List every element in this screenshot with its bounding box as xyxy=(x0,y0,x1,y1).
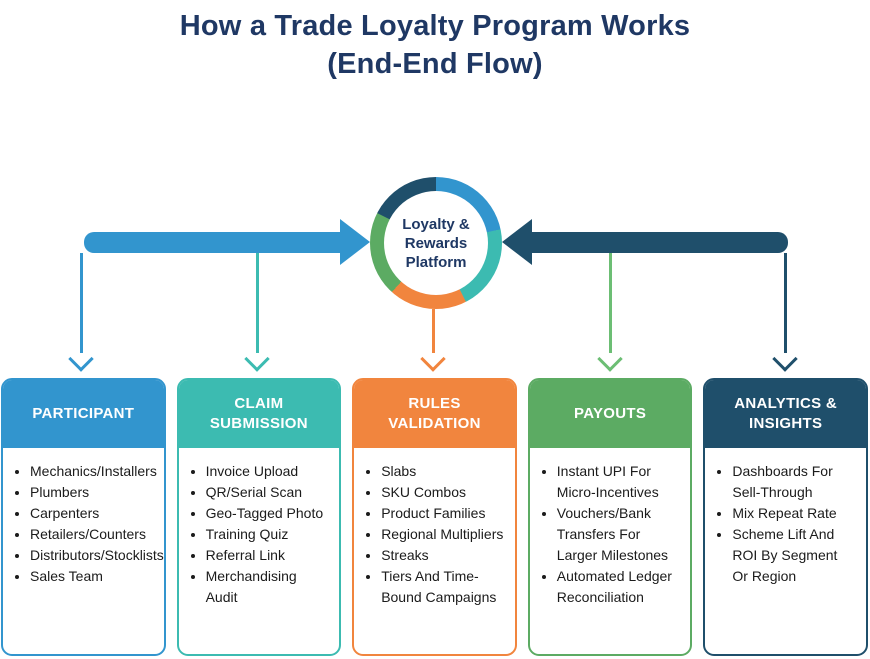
card-payouts-list: Instant UPI For Micro-Incentives Voucher… xyxy=(530,461,691,608)
card-claim-submission-header: CLAIM SUBMISSION xyxy=(178,380,340,448)
platform-donut-center: Loyalty & Rewards Platform xyxy=(384,191,488,295)
list-item: Mix Repeat Rate xyxy=(732,503,856,524)
list-item: Dashboards For Sell-Through xyxy=(732,461,856,503)
flow-arrow-right-head xyxy=(502,219,532,265)
list-item: Retailers/Counters xyxy=(30,524,154,545)
page-title-line1: How a Trade Loyalty Program Works xyxy=(179,10,691,42)
card-rules-validation-header: RULES VALIDATION xyxy=(354,380,515,448)
list-item: Slabs xyxy=(381,461,505,482)
list-item: Training Quiz xyxy=(206,524,330,545)
card-analytics-insights-list: Dashboards For Sell-Through Mix Repeat R… xyxy=(705,461,866,587)
list-item: Invoice Upload xyxy=(206,461,330,482)
flow-arrow-right-shaft xyxy=(532,232,788,253)
platform-label: Loyalty & Rewards Platform xyxy=(402,215,470,271)
list-item: Scheme Lift And ROI By Segment Or Region xyxy=(732,524,856,587)
list-item: Mechanics/Installers xyxy=(30,461,157,482)
list-item: Geo-Tagged Photo xyxy=(206,503,330,524)
card-rules-validation: RULES VALIDATION Slabs SKU Combos Produc… xyxy=(352,378,517,656)
list-item: Sales Team xyxy=(30,566,154,587)
card-participant: PARTICIPANT Mechanics/Installers Plumber… xyxy=(1,378,166,656)
card-claim-submission-list: Invoice Upload QR/Serial Scan Geo-Tagged… xyxy=(179,461,340,608)
platform-donut-ring: Loyalty & Rewards Platform xyxy=(370,177,502,309)
card-claim-submission: CLAIM SUBMISSION Invoice Upload QR/Seria… xyxy=(176,378,342,656)
list-item: Instant UPI For Micro-Incentives xyxy=(557,461,681,503)
stage-cards-row: PARTICIPANT Mechanics/Installers Plumber… xyxy=(1,378,868,656)
card-analytics-insights: ANALYTICS & INSIGHTS Dashboards For Sell… xyxy=(703,378,868,656)
card-participant-list: Mechanics/Installers Plumbers Carpenters… xyxy=(3,461,164,587)
card-participant-header: PARTICIPANT xyxy=(3,380,164,448)
flow-arrow-left-shaft xyxy=(84,232,341,253)
page-title-line2: (End-End Flow) xyxy=(327,48,543,80)
list-item: Referral Link xyxy=(206,545,330,566)
card-payouts: PAYOUTS Instant UPI For Micro-Incentives… xyxy=(527,378,693,656)
list-item: Product Families xyxy=(381,503,505,524)
card-payouts-header: PAYOUTS xyxy=(529,380,691,448)
list-item: Distributors/Stocklists xyxy=(30,545,164,566)
list-item: Automated Ledger Reconciliation xyxy=(557,566,681,608)
list-item: Tiers And Time-Bound Campaigns xyxy=(381,566,505,608)
card-rules-validation-list: Slabs SKU Combos Product Families Region… xyxy=(354,461,515,608)
list-item: Vouchers/Bank Transfers For Larger Miles… xyxy=(557,503,681,566)
flow-arrow-left-head xyxy=(340,219,370,265)
list-item: Carpenters xyxy=(30,503,154,524)
list-item: Merchandising Audit xyxy=(206,566,330,608)
page-title: How a Trade Loyalty Program Works (End-E… xyxy=(0,7,870,83)
list-item: SKU Combos xyxy=(381,482,505,503)
list-item: Plumbers xyxy=(30,482,154,503)
card-analytics-insights-header: ANALYTICS & INSIGHTS xyxy=(705,380,866,448)
list-item: QR/Serial Scan xyxy=(206,482,330,503)
list-item: Regional Multipliers xyxy=(381,524,505,545)
list-item: Streaks xyxy=(381,545,505,566)
